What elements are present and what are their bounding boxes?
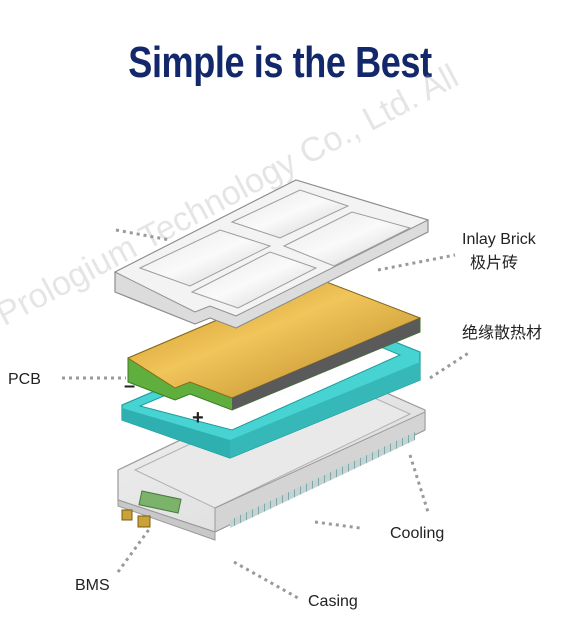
polarity-plus: +	[192, 407, 204, 429]
bms-board	[138, 490, 182, 514]
cooling-fins	[230, 432, 415, 528]
leader-casing	[233, 560, 299, 600]
leader-cooling-2	[314, 520, 361, 530]
polarity-minus: –	[124, 375, 136, 397]
leader-bms	[116, 527, 152, 573]
label-inlay-brick: Inlay Brick	[462, 231, 536, 248]
page-title: Simple is the Best	[128, 38, 432, 87]
leader-thermal	[429, 350, 471, 380]
label-cooling: Cooling	[390, 525, 445, 542]
inlay-brick-layer	[113, 179, 430, 329]
leader-inlay-left	[115, 228, 171, 242]
label-thermal-material: 绝缘散热材	[462, 323, 543, 342]
pcb-layer	[126, 277, 422, 411]
bms-connector-right	[137, 515, 151, 528]
leader-lines	[62, 228, 471, 600]
leader-cooling	[408, 454, 430, 513]
label-casing: Casing	[308, 593, 358, 610]
label-bms: BMS	[75, 577, 110, 594]
bms-connector-left	[121, 509, 133, 521]
label-inlay-brick-cn: 极片砖	[470, 253, 519, 272]
label-pcb: PCB	[8, 371, 41, 388]
leader-inlay-right	[377, 253, 456, 272]
